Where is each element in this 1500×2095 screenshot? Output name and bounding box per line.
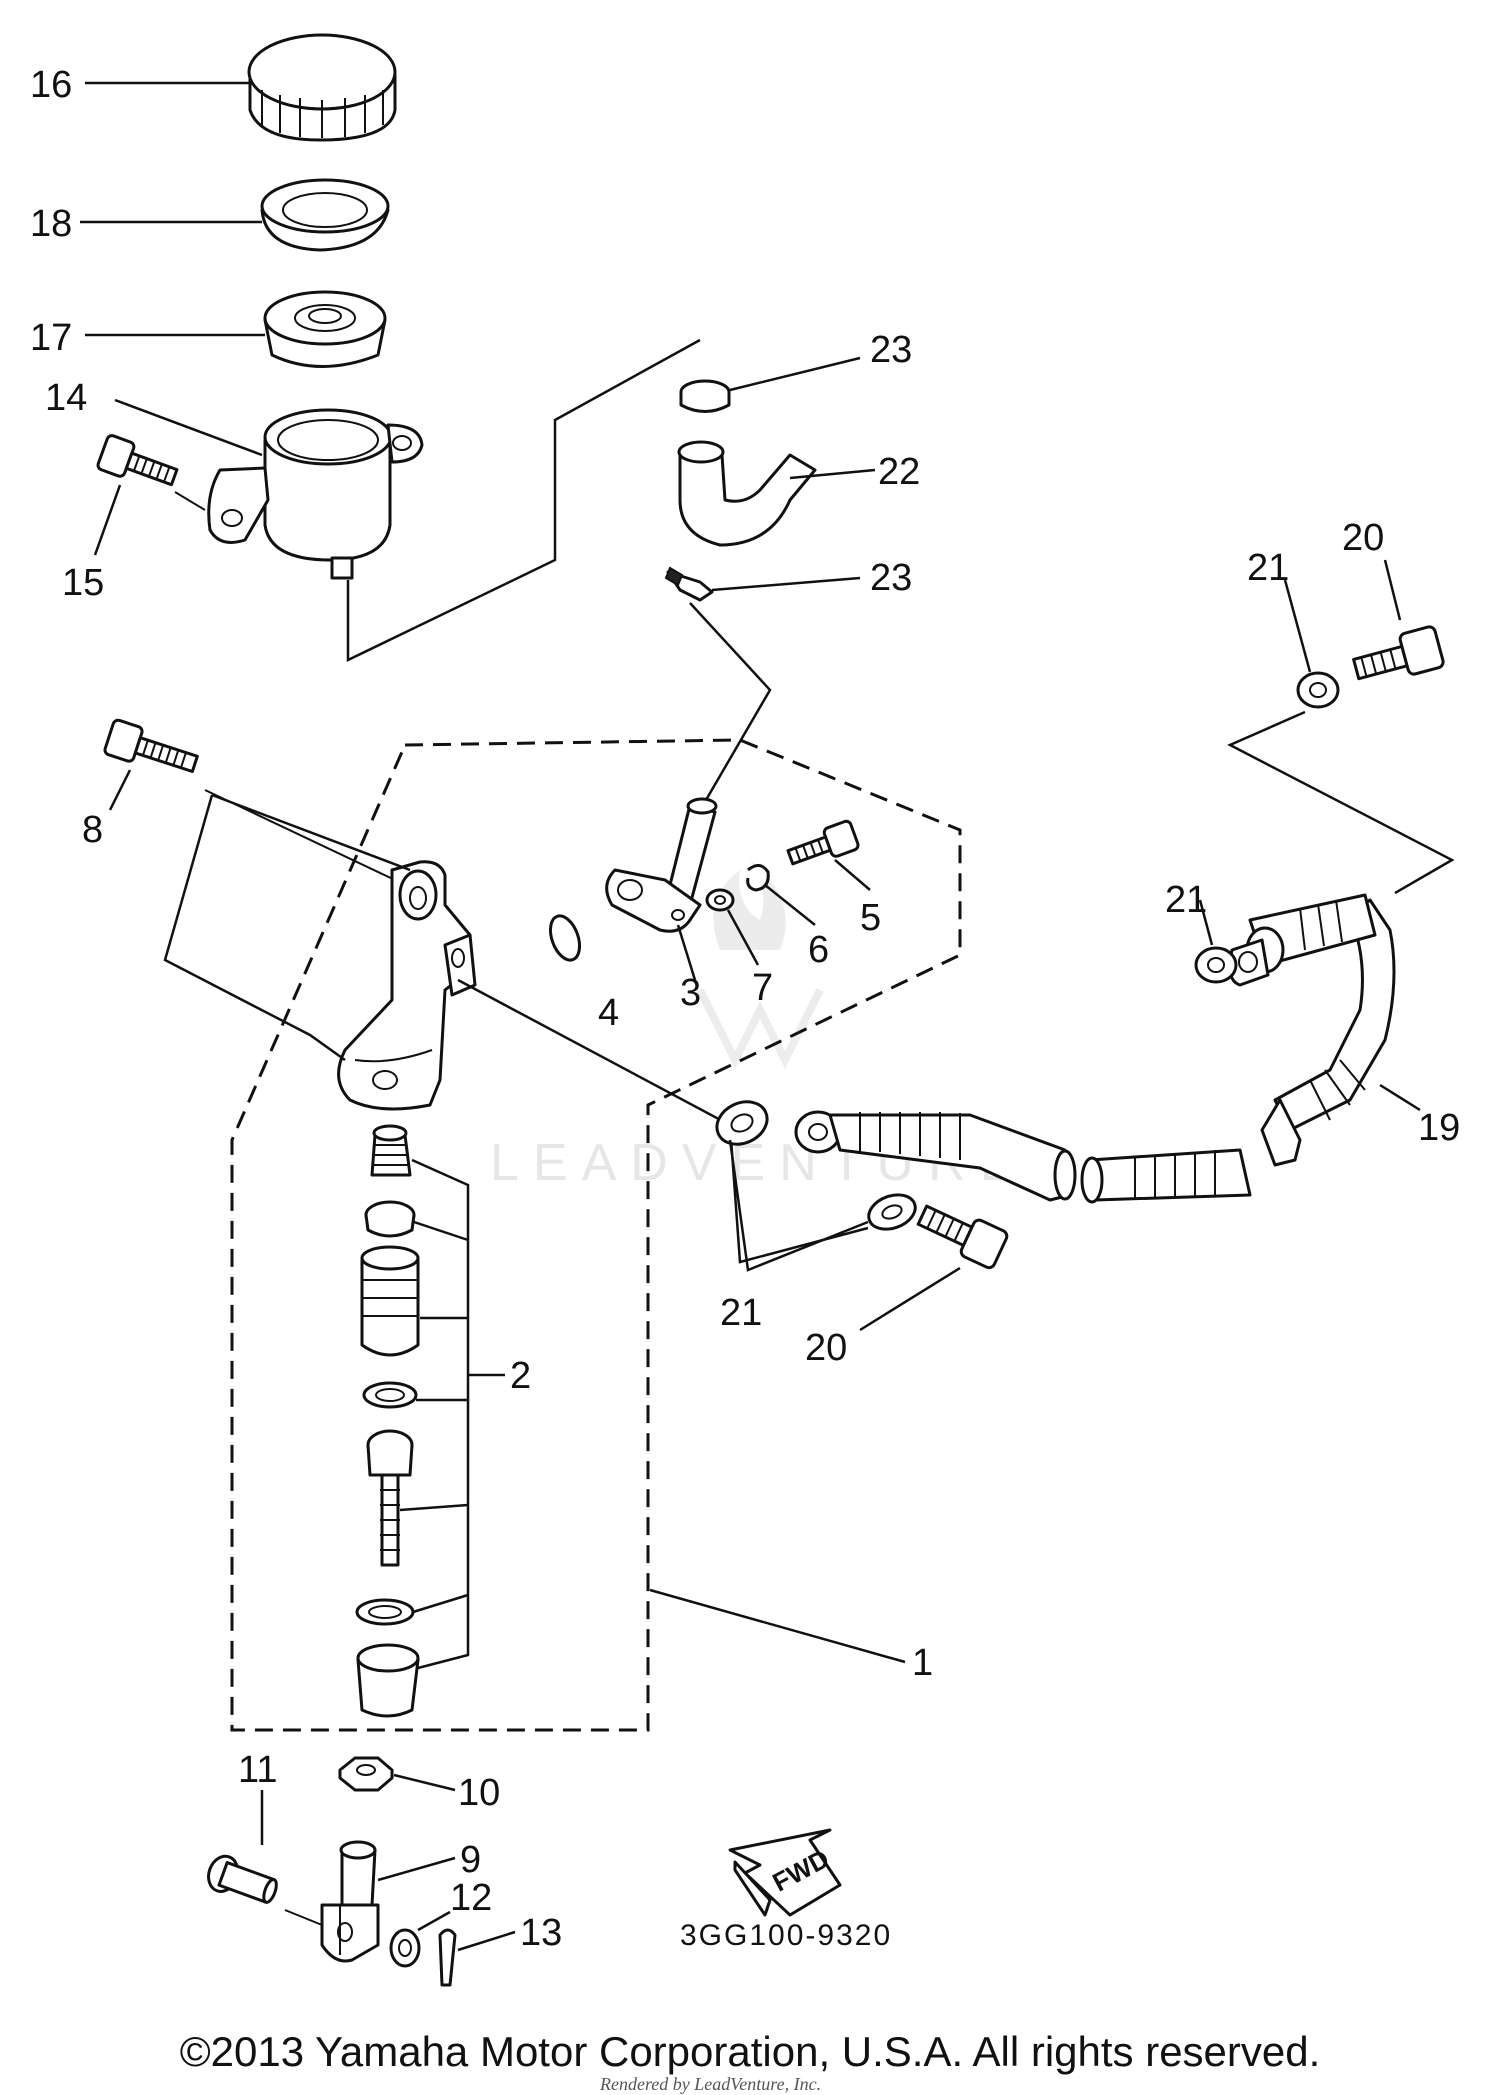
label-21b: 21 xyxy=(1165,879,1207,921)
kit-bracket-main xyxy=(411,1158,470,1670)
copper-washer-icon xyxy=(715,1100,769,1146)
leader-23a xyxy=(729,356,861,392)
washer-12-icon xyxy=(389,1928,421,1968)
label-16: 16 xyxy=(30,64,72,106)
leader-21b xyxy=(1198,899,1214,946)
union-bolt-lower-icon xyxy=(916,1204,1009,1270)
diaphragm-icon xyxy=(263,290,387,368)
leader-15 xyxy=(93,484,122,556)
upper-bolt-path xyxy=(1227,710,1455,895)
clevis-icon xyxy=(320,1840,380,1963)
label-13: 13 xyxy=(520,1912,562,1954)
bracket-line-left xyxy=(163,794,346,1062)
leader-10 xyxy=(393,1773,456,1792)
label-21a: 21 xyxy=(720,1292,762,1334)
label-19: 19 xyxy=(1418,1107,1460,1149)
leader-13 xyxy=(457,1930,516,1952)
leader-23b xyxy=(711,576,861,592)
master-cylinder-body-icon xyxy=(337,860,477,1111)
label-14: 14 xyxy=(45,377,87,419)
leader-3 xyxy=(676,924,697,981)
bolt-15-path xyxy=(174,491,206,511)
fwd-arrow-icon: FWD xyxy=(728,1828,842,1917)
leader-5 xyxy=(834,859,871,891)
label-3: 3 xyxy=(680,972,701,1014)
bracket-line-top xyxy=(211,793,411,872)
pin-path xyxy=(284,1909,323,1926)
leader-6 xyxy=(764,884,816,926)
assembly-boundary xyxy=(230,738,962,1732)
label-10: 10 xyxy=(458,1772,500,1814)
clevis-pin-icon xyxy=(207,1854,278,1904)
label-11: 11 xyxy=(238,1749,277,1791)
kit-tick-4 xyxy=(399,1503,469,1512)
hose-joint-icon xyxy=(605,797,718,933)
kit-tick-1 xyxy=(413,1220,469,1242)
reservoir-hose-line xyxy=(346,338,701,662)
label-2: 2 xyxy=(510,1355,531,1397)
label-6: 6 xyxy=(808,929,829,971)
leader-20b xyxy=(1383,559,1402,621)
breather-hose-icon xyxy=(677,440,817,547)
screw-5-icon xyxy=(786,819,860,866)
reservoir-cap-icon xyxy=(247,33,397,142)
union-bolt-upper-icon xyxy=(1352,625,1445,681)
label-21c: 21 xyxy=(1247,547,1289,589)
leader-19 xyxy=(1379,1083,1421,1112)
copper-washer-lower-icon xyxy=(867,1193,917,1231)
copper-washer-mid-icon xyxy=(1194,946,1238,984)
cotter-pin-icon xyxy=(438,1928,457,1987)
label-5: 5 xyxy=(860,897,881,939)
o-ring-icon xyxy=(548,914,582,962)
leader-12 xyxy=(417,1910,451,1932)
bolt-8-icon xyxy=(103,718,199,773)
brake-hose-icon xyxy=(794,893,1396,1204)
label-18: 18 xyxy=(30,203,72,245)
reservoir-tank-icon xyxy=(207,408,424,580)
label-20b: 20 xyxy=(1342,517,1384,559)
label-23b: 23 xyxy=(870,557,912,599)
kit-tick-5 xyxy=(412,1593,469,1614)
label-12: 12 xyxy=(450,1877,492,1919)
label-7: 7 xyxy=(752,967,773,1009)
label-4: 4 xyxy=(598,992,619,1034)
label-20a: 20 xyxy=(805,1327,847,1369)
label-22: 22 xyxy=(878,451,920,493)
leader-22 xyxy=(789,468,876,480)
nut-icon xyxy=(338,1756,394,1792)
piston-kit-icon xyxy=(355,1124,420,1718)
washer-7-icon xyxy=(705,888,735,912)
label-1: 1 xyxy=(912,1642,933,1684)
label-9: 9 xyxy=(460,1839,481,1881)
leader-20a xyxy=(859,1266,961,1332)
leader-9 xyxy=(377,1856,456,1882)
leader-8 xyxy=(108,769,132,811)
label-15: 15 xyxy=(62,562,104,604)
hose-clamp-top-icon xyxy=(679,379,731,413)
diaphragm-holder-icon xyxy=(260,178,390,252)
copper-washer-upper-icon xyxy=(1296,671,1340,709)
leader-7 xyxy=(726,909,760,966)
bolt-path-line xyxy=(457,978,869,1264)
label-23a: 23 xyxy=(870,329,912,371)
leader-1 xyxy=(649,1588,906,1664)
washer-lower-path xyxy=(728,1139,869,1272)
part-code: 3GG100-9320 xyxy=(680,1919,892,1952)
copyright-notice: ©2013 Yamaha Motor Corporation, U.S.A. A… xyxy=(179,2028,1321,2075)
source-note: Rendered by LeadVenture, Inc. xyxy=(600,2074,822,2094)
label-8: 8 xyxy=(82,809,103,851)
leader-21c xyxy=(1283,579,1312,673)
hose-fitting-line xyxy=(689,602,772,801)
leader-14 xyxy=(114,398,263,457)
bolt-15-icon xyxy=(96,434,179,487)
hose-clamp-bottom-icon xyxy=(664,566,714,602)
label-17: 17 xyxy=(30,317,72,359)
